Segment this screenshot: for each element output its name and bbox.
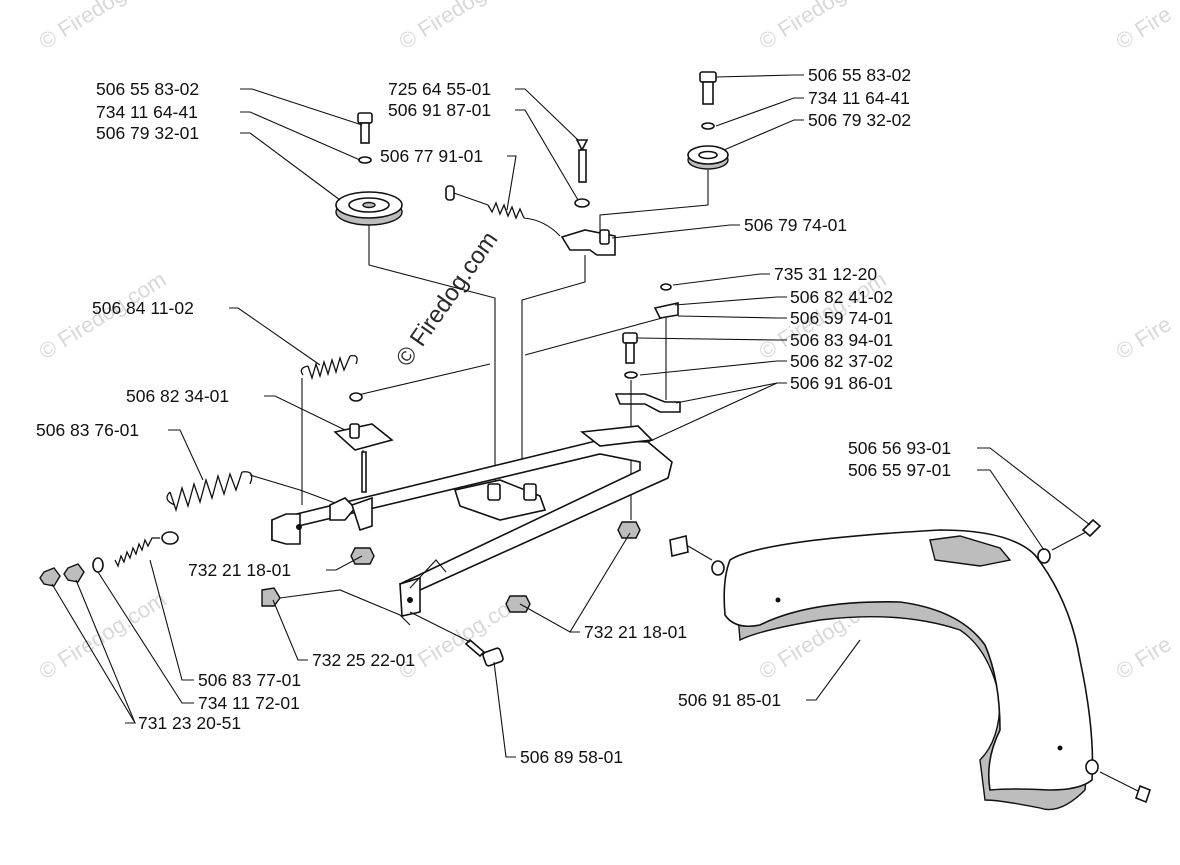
- spring-upper-left: [300, 355, 358, 505]
- part-label: 734 11 72-01: [198, 693, 300, 713]
- watermark: © Fire: [1111, 311, 1175, 364]
- frame-nuts: [261, 521, 641, 626]
- part-label: 506 79 32-01: [96, 123, 199, 143]
- part-label: 506 83 76-01: [36, 420, 139, 440]
- part-label: 506 82 37-02: [790, 351, 893, 371]
- shield-bolts: [669, 518, 1151, 804]
- part-label: 506 79 32-02: [808, 110, 911, 130]
- part-label: 506 83 77-01: [198, 670, 301, 690]
- part-label: 731 23 20-51: [138, 713, 241, 733]
- watermark: © Fire: [1111, 1, 1175, 54]
- spring-top: [445, 185, 561, 237]
- part-label: 506 55 97-01: [848, 460, 951, 480]
- watermark: © Firedog.com: [754, 0, 890, 54]
- part-label: 732 21 18-01: [584, 622, 687, 642]
- part-label: 506 83 94-01: [790, 330, 893, 350]
- part-label: 506 82 34-01: [126, 386, 229, 406]
- right-pulley-assembly: [599, 71, 729, 235]
- adjust-plate: [333, 392, 394, 493]
- part-label: 725 64 55-01: [388, 79, 491, 99]
- part-label: 732 21 18-01: [188, 560, 291, 580]
- part-label: 732 25 22-01: [312, 650, 415, 670]
- main-frame: [271, 425, 673, 617]
- part-label: 506 91 87-01: [388, 100, 491, 120]
- part-label: 506 91 86-01: [790, 373, 893, 393]
- part-label: 506 59 74-01: [790, 308, 893, 328]
- parts-drawing: [39, 71, 1151, 811]
- part-label: 506 77 91-01: [380, 146, 483, 166]
- frame-bolt: [409, 611, 504, 667]
- part-label: 506 84 11-02: [92, 298, 194, 318]
- watermark: © Firedog.com: [394, 0, 530, 54]
- rear-shield: [723, 529, 1094, 811]
- part-label: 506 89 58-01: [520, 747, 623, 767]
- part-label: 506 55 83-02: [808, 65, 911, 85]
- part-label: 506 79 74-01: [744, 215, 847, 235]
- leader-lines: [51, 74, 1091, 758]
- part-label: 734 11 64-41: [96, 102, 198, 122]
- part-labels: 506 55 83-02 734 11 64-41 506 79 32-01 7…: [36, 65, 951, 767]
- watermark: © Firedog.com: [34, 0, 170, 54]
- left-pulley-assembly: [335, 112, 496, 485]
- left-bolt-chain: [39, 531, 179, 587]
- part-label: 506 82 41-02: [790, 287, 893, 307]
- part-label: 735 31 12-20: [774, 264, 877, 284]
- part-label: 506 55 83-02: [96, 79, 199, 99]
- part-label: 506 56 93-01: [848, 438, 951, 458]
- watermark-center: © Firedog.com: [391, 227, 504, 372]
- idler-bracket: [521, 139, 616, 460]
- watermark: © Firedog.com: [34, 586, 170, 684]
- part-label: 734 11 64-41: [808, 88, 910, 108]
- control-cable: [357, 283, 679, 400]
- spring-lower-left: [166, 471, 336, 513]
- watermark: © Fire: [1111, 631, 1175, 684]
- part-label: 506 91 85-01: [678, 690, 781, 710]
